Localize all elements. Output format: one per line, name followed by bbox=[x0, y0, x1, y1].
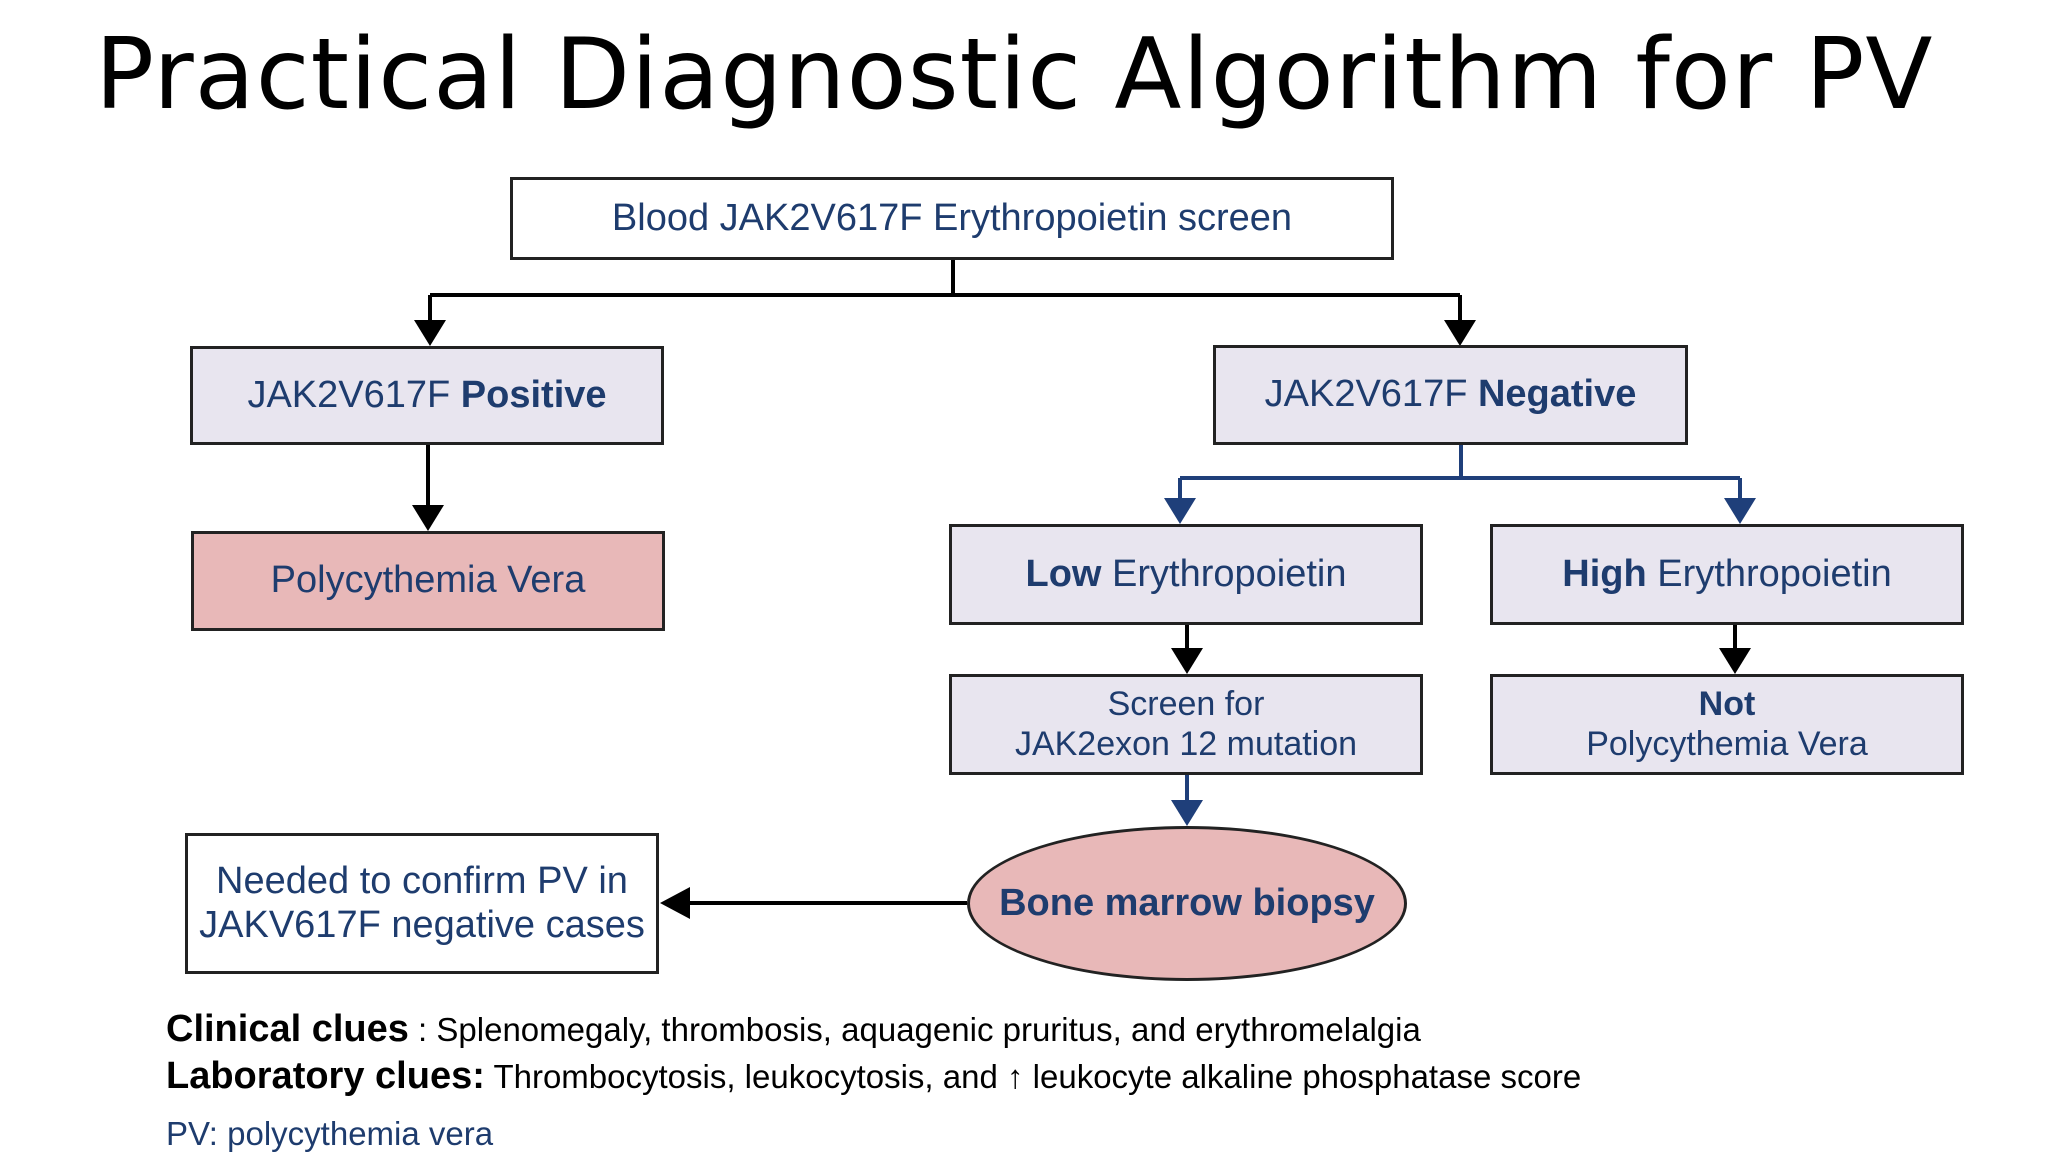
confirm-pv-line1: Needed to confirm PV in bbox=[216, 859, 628, 902]
split-connector-top bbox=[430, 260, 1460, 297]
arrow-to-negative bbox=[1444, 295, 1476, 346]
clinical-clues-text: : Splenomegaly, thrombosis, aquagenic pr… bbox=[408, 1011, 1421, 1048]
not-pv-line2: Polycythemia Vera bbox=[1586, 724, 1868, 763]
polycythemia-vera-box: Polycythemia Vera bbox=[191, 531, 665, 631]
jak2-negative-prefix: JAK2V617F bbox=[1264, 373, 1478, 416]
clinical-clues: Clinical clues : Splenomegaly, thrombosi… bbox=[166, 1008, 1421, 1051]
high-epo-label: High Erythropoietin bbox=[1562, 552, 1892, 595]
arrow-exon12-to-biopsy bbox=[1171, 775, 1203, 826]
bone-marrow-biopsy-label: Bone marrow biopsy bbox=[999, 882, 1375, 924]
jak2-negative-emphasis: Negative bbox=[1477, 373, 1637, 416]
arrow-positive-to-pv bbox=[412, 445, 444, 531]
arrow-high-to-not-pv bbox=[1719, 625, 1751, 674]
high-epo-box: High Erythropoietin bbox=[1490, 524, 1964, 625]
high-epo-emphasis: High bbox=[1562, 552, 1647, 595]
jak2-positive-box: JAK2V617F Positive bbox=[190, 346, 664, 445]
jak2-exon12-line2: JAK2exon 12 mutation bbox=[1014, 724, 1358, 763]
jak2-positive-emphasis: Positive bbox=[460, 373, 607, 416]
low-epo-emphasis: Low bbox=[1025, 552, 1102, 595]
jak2-positive-prefix: JAK2V617F bbox=[247, 373, 461, 416]
footnote-abbreviation: PV: polycythemia vera bbox=[166, 1115, 494, 1152]
confirm-pv-box: Needed to confirm PV in JAKV617F negativ… bbox=[185, 833, 659, 974]
split-connector-negative bbox=[1180, 445, 1740, 480]
low-epo-label: Low Erythropoietin bbox=[1025, 552, 1347, 595]
jak2-exon12-box: Screen for JAK2exon 12 mutation bbox=[949, 674, 1423, 775]
arrow-low-to-exon12 bbox=[1171, 625, 1203, 674]
blood-screen-box: Blood JAK2V617F Erythropoietin screen bbox=[510, 177, 1394, 260]
jak2-exon12-line1: Screen for bbox=[1107, 684, 1265, 723]
jak2-negative-label: JAK2V617F Negative bbox=[1264, 373, 1637, 416]
bone-marrow-biopsy-ellipse: Bone marrow biopsy bbox=[967, 826, 1407, 981]
arrow-biopsy-to-confirm bbox=[660, 887, 967, 919]
arrow-to-low-epo bbox=[1164, 478, 1196, 524]
confirm-pv-line2: JAKV617F negative cases bbox=[199, 903, 645, 946]
arrow-to-positive bbox=[414, 295, 446, 346]
slide-title: Practical Diagnostic Algorithm for PV bbox=[95, 18, 1934, 132]
clinical-clues-label: Clinical clues bbox=[166, 1008, 409, 1050]
jak2-positive-label: JAK2V617F Positive bbox=[247, 373, 607, 416]
low-epo-suffix: Erythropoietin bbox=[1101, 552, 1347, 595]
laboratory-clues: Laboratory clues: Thrombocytosis, leukoc… bbox=[166, 1055, 1581, 1098]
not-pv-box: Not Polycythemia Vera bbox=[1490, 674, 1964, 775]
laboratory-clues-text: Thrombocytosis, leukocytosis, and ↑ leuk… bbox=[484, 1058, 1582, 1095]
laboratory-clues-label: Laboratory clues: bbox=[166, 1055, 485, 1097]
polycythemia-vera-label: Polycythemia Vera bbox=[270, 559, 586, 602]
high-epo-suffix: Erythropoietin bbox=[1646, 552, 1892, 595]
not-pv-line1: Not bbox=[1698, 684, 1756, 723]
jak2-negative-box: JAK2V617F Negative bbox=[1213, 345, 1688, 445]
arrow-to-high-epo bbox=[1724, 478, 1756, 524]
blood-screen-label: Blood JAK2V617F Erythropoietin screen bbox=[611, 196, 1293, 239]
low-epo-box: Low Erythropoietin bbox=[949, 524, 1423, 625]
